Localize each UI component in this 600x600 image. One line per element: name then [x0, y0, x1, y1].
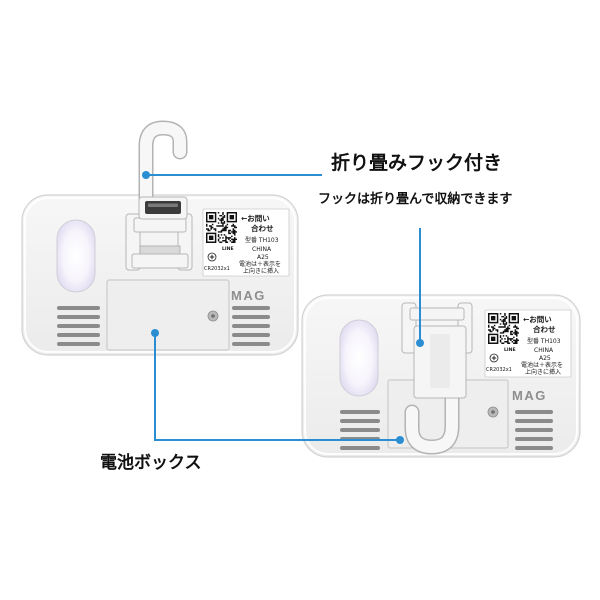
hook-hinge-bar-bottom	[131, 253, 189, 269]
vent-slot	[340, 428, 380, 432]
vent-slot	[57, 333, 100, 337]
hook-plate-ridge	[430, 334, 450, 388]
screw-slot	[211, 314, 215, 318]
callout-hook-title: 折り畳みフック付き	[331, 152, 503, 174]
battery-plus-icon	[489, 353, 499, 363]
screw-slot	[491, 410, 495, 414]
vent-slot	[515, 446, 553, 450]
callout-dot-hook-folded	[416, 339, 424, 347]
vent-slot	[515, 410, 553, 414]
battery-cover	[106, 279, 230, 351]
battery-cover-screw	[207, 310, 219, 322]
battery-instruction-line1: 電池は＋表示を	[239, 260, 281, 268]
label-background	[202, 208, 290, 277]
vent-slot	[515, 428, 553, 432]
device-back-hook-open: MAG LINE ←お問い 合わせ 型番 TH103 CHINA A25 CR2…	[21, 120, 299, 356]
vent-slot	[57, 342, 100, 346]
qr-badge: LINE	[222, 246, 234, 252]
battery-instruction-line2: 上向きに挿入	[243, 267, 279, 275]
callout-dot-battery-left	[151, 329, 159, 337]
vent-slot	[340, 419, 380, 423]
contact-label-line1: ←お問い	[241, 214, 270, 223]
vent-slot	[57, 324, 100, 328]
qr-code-modules	[206, 212, 237, 243]
vent-grille-right	[232, 306, 270, 346]
battery-cover-screw	[487, 406, 499, 418]
battery-icon-plus	[209, 254, 215, 260]
vent-slot	[232, 306, 270, 310]
info-label-sticker: LINE ←お問い 合わせ 型番 TH103 CHINA A25 CR2032x…	[484, 309, 572, 378]
brand-logo: MAG	[231, 288, 266, 303]
callout-dot-hook	[142, 171, 150, 179]
qr-badge: LINE	[504, 347, 516, 353]
device-rim	[304, 297, 578, 455]
vent-slot	[57, 315, 100, 319]
brand-logo: MAG	[512, 388, 547, 403]
callout-annotations	[142, 171, 424, 444]
label-background	[484, 309, 572, 378]
battery-plus-icon	[207, 252, 217, 262]
callout-line-battery	[154, 333, 400, 441]
hook-lock-slot-highlight	[148, 203, 178, 207]
hook-hinge-bar-top	[133, 217, 187, 233]
vent-slot	[232, 333, 270, 337]
hook-hinge-bar-top	[409, 307, 465, 321]
device-back-hook-folded: MAG LINE ←お問い 合わせ 型番 TH103 CHINA A25 CR2…	[301, 294, 581, 458]
hanging-hook	[125, 120, 193, 271]
hook-lock-slot	[145, 201, 181, 214]
hanging-hook-folded	[401, 302, 473, 455]
vent-grille-right	[515, 410, 553, 450]
vent-slot	[340, 446, 380, 450]
callout-battery-box: 電池ボックス	[100, 453, 202, 473]
info-label-sticker: LINE ←お問い 合わせ 型番 TH103 CHINA A25 CR2032x…	[202, 208, 290, 277]
callout-dot-battery-right	[396, 436, 404, 444]
vent-grille-left	[57, 306, 100, 346]
callout-hook-note: フックは折り畳んで収納できます	[318, 192, 513, 207]
hook-hinge-gap	[139, 245, 181, 255]
qr-code	[488, 313, 519, 344]
vent-slot	[232, 342, 270, 346]
vent-slot	[232, 324, 270, 328]
hook-body	[140, 122, 186, 212]
battery-instruction-line2: 上向きに挿入	[525, 368, 561, 376]
contact-label-line2: 合わせ	[533, 324, 556, 334]
lot-code: A25	[539, 355, 551, 362]
vent-slot	[232, 315, 270, 319]
origin-country: CHINA	[534, 347, 554, 354]
hook-body	[406, 386, 458, 453]
contact-label-line1: ←お問い	[523, 315, 552, 324]
battery-type: CR2032x1	[486, 367, 512, 373]
battery-icon-ring	[489, 353, 499, 363]
origin-country: CHINA	[252, 246, 272, 253]
battery-icon-plus	[491, 355, 497, 361]
sensor-window	[339, 319, 379, 397]
sensor-window	[56, 219, 96, 293]
qr-code	[206, 212, 237, 243]
lot-code: A25	[257, 254, 269, 261]
model-number: 型番 TH103	[245, 236, 279, 244]
battery-instruction-line1: 電池は＋表示を	[521, 361, 563, 369]
model-number: 型番 TH103	[527, 337, 561, 345]
vent-slot	[515, 419, 553, 423]
battery-type: CR2032x1	[204, 266, 230, 272]
vent-slot	[340, 410, 380, 414]
qr-code-modules	[488, 313, 519, 344]
vent-slot	[57, 306, 100, 310]
vent-slot	[515, 437, 553, 441]
contact-label-line2: 合わせ	[251, 223, 274, 233]
battery-icon-ring	[207, 252, 217, 262]
